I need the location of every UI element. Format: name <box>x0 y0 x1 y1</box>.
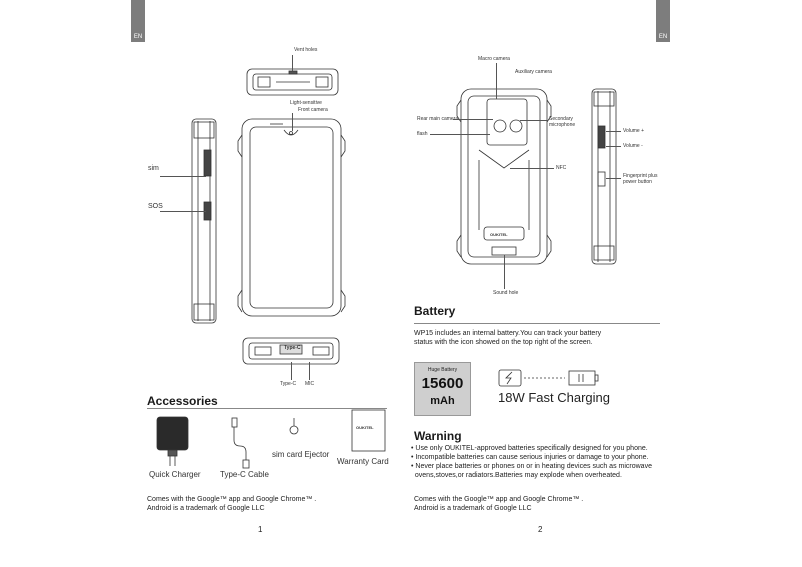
quick-charger-drawing <box>156 416 189 466</box>
phone-left-side-view <box>191 118 217 324</box>
type-c-label: Type-C <box>280 381 297 387</box>
mic-leader <box>309 362 310 380</box>
light-sensitive-label: Light-sensitive <box>290 100 322 106</box>
sound-hole-label: Sound hole <box>493 290 519 296</box>
battery-text-line-2: status with the icon showed on the top r… <box>414 339 593 346</box>
google-notice-line-1: Comes with the Google™ app and Google Ch… <box>414 496 584 503</box>
sos-label: SOS <box>148 203 163 210</box>
battery-text-line-1: WP15 includes an internal battery.You ca… <box>414 330 602 337</box>
type-c-leader <box>291 362 292 380</box>
rear-main-camera-label: Rear main camera <box>417 116 459 122</box>
accessories-divider <box>147 408 387 409</box>
battery-title: Battery <box>414 304 456 318</box>
macro-camera-label: Macro camera <box>478 56 510 62</box>
vent-holes-leader <box>292 55 293 71</box>
warning-bullet: ovens,stoves,or radiators.Batteries may … <box>411 472 622 479</box>
phone-right-side-view <box>591 88 617 265</box>
language-tab-left: EN <box>131 0 145 42</box>
warning-bullet: • Never place batteries or phones on or … <box>411 463 652 470</box>
warning-title: Warning <box>414 429 462 443</box>
auxiliary-camera-label: Auxiliary camera <box>515 69 552 75</box>
battery-charging-icon <box>568 370 599 386</box>
fast-charging-label: 18W Fast Charging <box>498 390 610 405</box>
fingerprint-label-2: power button <box>623 179 652 185</box>
warning-bullet: • Use only OUKITEL-approved batteries sp… <box>411 445 648 452</box>
battery-capacity-value: 15600 <box>421 375 464 392</box>
warranty-card-logo: OUKITEL <box>356 425 374 430</box>
sim-ejector-drawing <box>289 418 299 435</box>
sim-ejector-label: sim card Ejector <box>272 450 330 459</box>
type-c-cable-drawing <box>231 417 250 469</box>
battery-capacity-unit: mAh <box>430 395 455 407</box>
accessories-title: Accessories <box>147 394 218 408</box>
fingerprint-label-1: Fingerprint plus <box>623 173 658 179</box>
google-notice-line-2: Android is a trademark of Google LLC <box>147 505 265 512</box>
google-notice-line-1: Comes with the Google™ app and Google Ch… <box>147 496 317 503</box>
sim-label: sim <box>148 165 159 172</box>
nfc-leader <box>510 168 554 169</box>
rear-main-camera-leader <box>453 119 493 120</box>
vent-holes-label: Vent holes <box>294 47 318 53</box>
secondary-mic-label-1: Secondary <box>549 116 573 122</box>
volume-up-leader <box>606 131 621 132</box>
battery-divider <box>414 323 660 324</box>
sound-hole-leader <box>504 255 505 289</box>
type-c-cable-label: Type-C Cable <box>220 470 269 479</box>
sos-leader <box>160 211 206 212</box>
phone-front-view <box>237 118 346 317</box>
front-camera-label: Front camera <box>298 107 328 113</box>
oukitel-logo-rear: OUKITEL <box>490 232 508 237</box>
flash-leader <box>430 134 490 135</box>
volume-down-leader <box>606 146 621 147</box>
language-tab-right: EN <box>656 0 670 42</box>
flash-label: flash <box>417 131 428 137</box>
front-camera-leader <box>292 113 293 131</box>
google-notice-line-2: Android is a trademark of Google LLC <box>414 505 532 512</box>
page-number-right: 2 <box>538 525 543 534</box>
volume-up-label: Volume + <box>623 128 644 134</box>
language-tab-label: EN <box>658 34 668 40</box>
sim-leader <box>160 176 206 177</box>
quick-charger-label: Quick Charger <box>149 470 201 479</box>
secondary-mic-label-2: microphone <box>549 122 576 128</box>
huge-battery-label: Huge Battery <box>427 367 458 373</box>
lightning-battery-icon <box>498 369 522 387</box>
page-number-left: 1 <box>258 525 263 534</box>
nfc-label: NFC <box>556 165 567 171</box>
macro-camera-leader <box>496 63 497 99</box>
type-c-port-label: Type-C <box>284 345 301 351</box>
fingerprint-leader <box>606 178 621 179</box>
warranty-card-drawing <box>351 409 386 452</box>
phone-top-view <box>246 68 339 96</box>
battery-capacity-box: Huge Battery 15600 mAh <box>414 362 471 416</box>
language-tab-label: EN <box>133 34 143 40</box>
secondary-mic-leader <box>520 120 547 121</box>
warranty-card-label: Warranty Card <box>337 457 389 466</box>
volume-down-label: Volume - <box>623 143 643 149</box>
mic-label: MIC <box>305 381 315 387</box>
phone-rear-view <box>456 88 552 265</box>
phone-bottom-view <box>242 337 340 365</box>
warning-bullet: • Incompatible batteries can cause serio… <box>411 454 649 461</box>
